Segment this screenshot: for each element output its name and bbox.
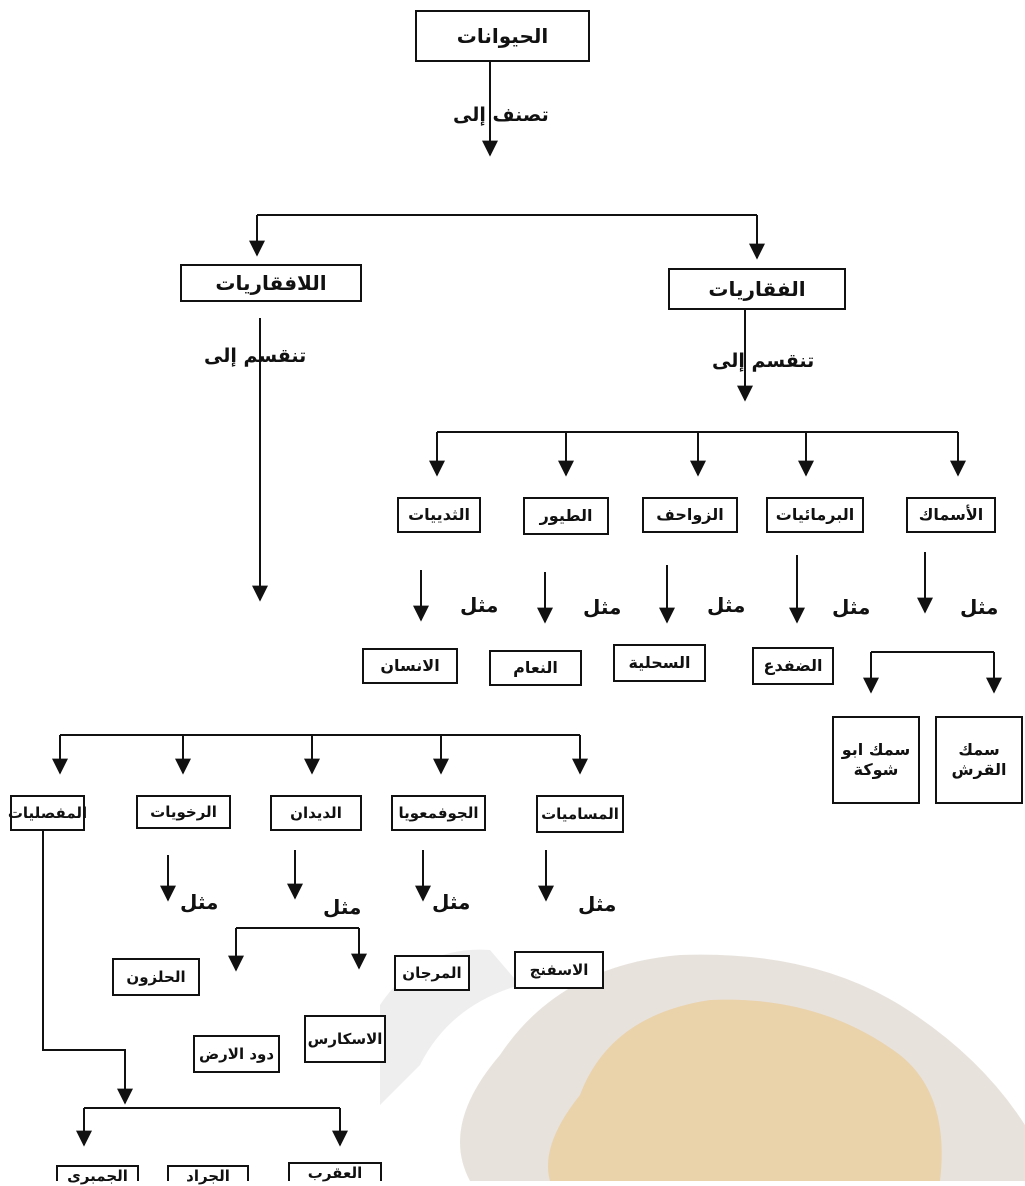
node-shrimp: الجمبرى [56,1165,139,1185]
node-mammals: الثدييات [397,497,481,533]
node-scorpion: العقرب [288,1162,382,1182]
node-worms: الديدان [270,795,362,831]
node-coral: المرجان [394,955,470,991]
node-coelenterates: الجوفمعويا [391,795,486,831]
node-fish: الأسماك [906,497,996,533]
node-animals: الحيوانات [415,10,590,62]
node-turtle: السحلية [613,644,706,682]
node-human: الانسان [362,648,458,684]
label-example-mammals: مثل [460,593,499,617]
label-example-amphibians: مثل [832,595,871,619]
label-example-mollusks: مثل [180,890,219,914]
node-vertebrates: الفقاريات [668,268,846,310]
node-invertebrates: اللافقاريات [180,264,362,302]
label-example-birds: مثل [583,595,622,619]
label-classified-into: تصنف إلى [453,104,549,126]
node-snail: الحلزون [112,958,200,996]
label-divided-into-invertebrates: تنقسم إلى [204,345,307,367]
node-mollusks: الرخويات [136,795,231,829]
label-example-worms: مثل [323,895,362,919]
node-amphibians: البرمائيات [766,497,864,533]
label-example-fish: مثل [960,595,999,619]
node-reptiles: الزواحف [642,497,738,533]
node-birds: الطيور [523,497,609,535]
node-stickleback: سمك ابو شوكة [832,716,920,804]
node-arthropods: المفصليات [8,795,87,831]
label-example-coelenterates: مثل [432,890,471,914]
node-porifera: المساميات [536,795,624,833]
node-locust: الجراد [167,1165,249,1185]
faded-photo-background [380,945,1025,1181]
node-frog: الضفدع [752,647,834,685]
arrow-arthropods-down [42,810,133,1105]
label-example-reptiles: مثل [707,593,746,617]
node-sponge: الاسفنج [514,951,604,989]
label-example-porifera: مثل [578,892,617,916]
node-shark: سمك القرش [935,716,1023,804]
label-divided-into-vertebrates: تنقسم إلى [712,350,815,372]
node-ascaris: الاسكارس [304,1015,386,1063]
node-ostrich: النعام [489,650,582,686]
node-earthworm: دود الارض [193,1035,280,1073]
